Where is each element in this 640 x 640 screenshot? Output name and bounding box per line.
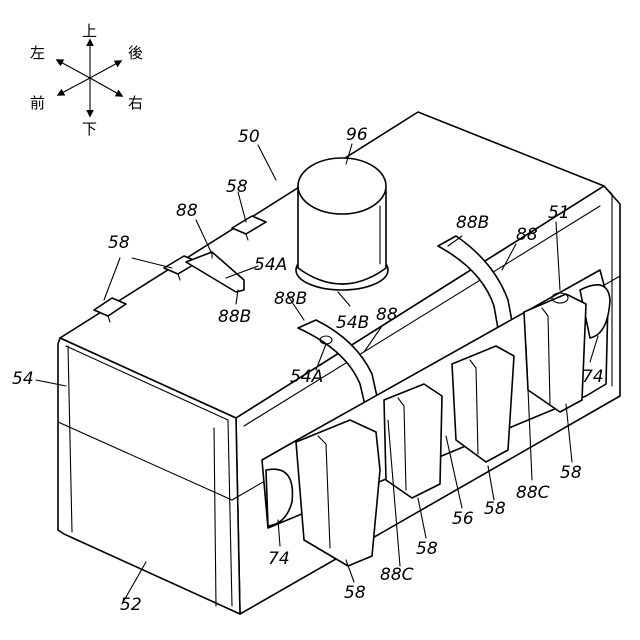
label-88: 88 bbox=[376, 305, 398, 325]
cylinder-top bbox=[298, 158, 386, 214]
compass-rear: 後 bbox=[128, 44, 143, 62]
label-74: 74 bbox=[582, 367, 604, 387]
compass-left: 左 bbox=[30, 44, 45, 62]
block-58 bbox=[524, 294, 586, 412]
label-50: 50 bbox=[238, 127, 260, 147]
label-88B: 88B bbox=[456, 213, 489, 233]
label-54: 54 bbox=[12, 369, 34, 389]
rear-arrow-icon bbox=[90, 61, 121, 78]
compass-front: 前 bbox=[30, 94, 45, 112]
label-88C: 88C bbox=[516, 483, 550, 503]
label-88C: 88C bbox=[380, 565, 414, 585]
compass-up: 上 bbox=[82, 22, 97, 40]
label-88: 88 bbox=[516, 225, 538, 245]
label-58: 58 bbox=[416, 539, 438, 559]
label-88: 88 bbox=[176, 201, 198, 221]
compass-down: 下 bbox=[82, 120, 97, 138]
label-88B: 88B bbox=[218, 307, 251, 327]
label-58: 58 bbox=[226, 177, 248, 197]
label-58: 58 bbox=[108, 233, 130, 253]
label-56: 56 bbox=[452, 509, 474, 529]
compass-right: 右 bbox=[128, 94, 143, 112]
label-52: 52 bbox=[120, 595, 142, 615]
label-54B: 54B bbox=[336, 313, 369, 333]
label-54A: 54A bbox=[254, 255, 287, 275]
right-arrow-icon bbox=[90, 78, 122, 96]
label-58: 58 bbox=[484, 499, 506, 519]
label-54A: 54A bbox=[290, 367, 323, 387]
cylinder-96 bbox=[296, 158, 388, 290]
block-58 bbox=[452, 346, 514, 462]
label-88B: 88B bbox=[274, 289, 307, 309]
front-arrow-icon bbox=[58, 78, 90, 95]
label-51: 51 bbox=[548, 203, 570, 223]
label-96: 96 bbox=[346, 125, 368, 145]
direction-compass: 上 下 左 右 前 後 bbox=[30, 22, 143, 138]
label-74: 74 bbox=[268, 549, 290, 569]
label-58: 58 bbox=[344, 583, 366, 603]
left-arrow-icon bbox=[57, 60, 90, 78]
label-58: 58 bbox=[560, 463, 582, 483]
